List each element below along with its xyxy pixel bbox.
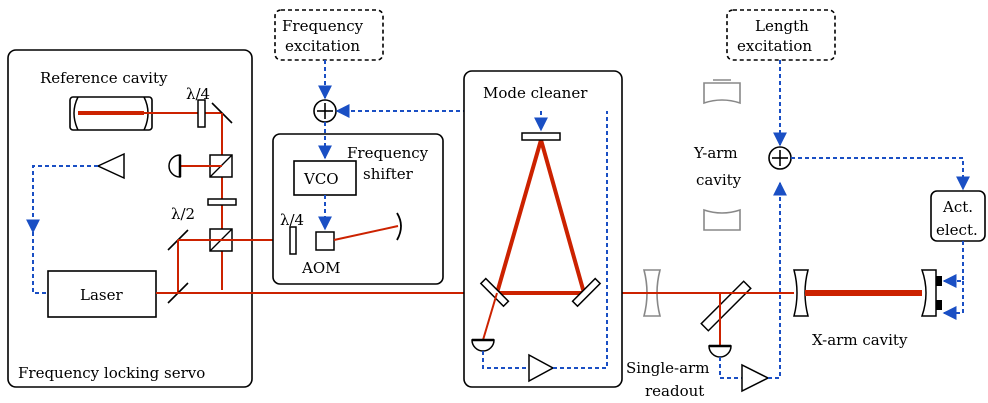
mode-cleaner-beam-triangle — [494, 132, 587, 295]
aom-label: AOM — [301, 259, 341, 277]
beam-splitter — [700, 280, 752, 332]
actuator-drive-signal-bottom — [942, 281, 964, 320]
readout-to-amp-signal — [719, 357, 742, 379]
half-wave-label: λ/2 — [171, 205, 195, 223]
aom-return-mirror — [396, 212, 402, 241]
mode-cleaner-output-mirror — [571, 277, 602, 308]
x-arm-actuator-magnet-top — [936, 276, 942, 286]
reference-cavity-left-mirror — [73, 96, 79, 131]
mode-cleaner-box — [463, 70, 623, 388]
half-wave-plate — [207, 198, 237, 206]
vco-label: VCO — [303, 170, 339, 188]
y-arm-input-mirror — [703, 208, 741, 231]
sum-to-actuator-signal — [791, 157, 970, 191]
mc-pickoff-beam — [482, 292, 498, 341]
laser-box — [47, 270, 157, 318]
actuator-drive-signal-top — [942, 241, 964, 288]
quarter-wave-plate-2 — [289, 226, 297, 255]
x-arm-input-mirror — [793, 269, 809, 317]
readout-amplifier — [741, 363, 770, 393]
laser-label: Laser — [80, 286, 123, 304]
aom-diffracted-beam — [333, 225, 399, 241]
freq-shifter-label-2: shifter — [363, 165, 414, 183]
quarter-wave-label-2: λ/4 — [280, 211, 304, 229]
mc-amp-feedback-signal — [553, 111, 608, 369]
freq-excitation-label-2: excitation — [285, 37, 360, 55]
act-elect-label-1: Act. — [942, 198, 973, 216]
actuator-electronics-box — [930, 190, 986, 242]
photodiode-servo — [168, 154, 181, 178]
quarter-wave-plate-1 — [197, 99, 206, 128]
vco-box — [293, 160, 357, 196]
length-excitation-label-2: excitation — [737, 37, 812, 55]
y-arm-end-mirror — [703, 82, 741, 105]
x-arm-label: X-arm cavity — [812, 331, 908, 349]
frequency-excitation-box — [274, 9, 384, 61]
freq-shifter-label-1: Frequency — [347, 144, 429, 162]
single-arm-label-2: readout — [645, 382, 704, 400]
mc-amplifier — [528, 353, 555, 383]
mc-pd-to-amp-signal — [482, 351, 529, 369]
y-arm-label-1: Y-arm — [693, 144, 738, 162]
locking-servo-label: Frequency locking servo — [18, 364, 205, 382]
length-excitation-box — [726, 9, 836, 61]
servo-feedback-signal — [26, 165, 98, 234]
readout-photodiode — [708, 345, 732, 358]
quarter-wave-label-1: λ/4 — [186, 85, 210, 103]
servo-amplifier — [96, 152, 125, 180]
mc-photodiode — [471, 339, 495, 352]
reference-cavity-label: Reference cavity — [40, 69, 168, 87]
y-arm-label-2: cavity — [696, 171, 742, 189]
length-excitation-label-1: Length — [755, 17, 809, 35]
readout-feedback-signal — [768, 181, 787, 379]
x-arm-end-mirror — [920, 269, 937, 317]
mode-cleaner-label: Mode cleaner — [483, 84, 588, 102]
single-arm-label-1: Single-arm — [626, 359, 709, 377]
freq-excitation-label-1: Frequency — [282, 17, 364, 35]
mode-cleaner-top-mirror — [521, 132, 561, 141]
act-elect-label-2: elect. — [936, 221, 978, 239]
mode-cleaner-input-mirror — [479, 277, 510, 308]
servo-feedback-to-laser — [32, 232, 48, 294]
x-arm-actuator-magnet-bottom — [936, 300, 942, 310]
aom-crystal — [315, 231, 335, 251]
